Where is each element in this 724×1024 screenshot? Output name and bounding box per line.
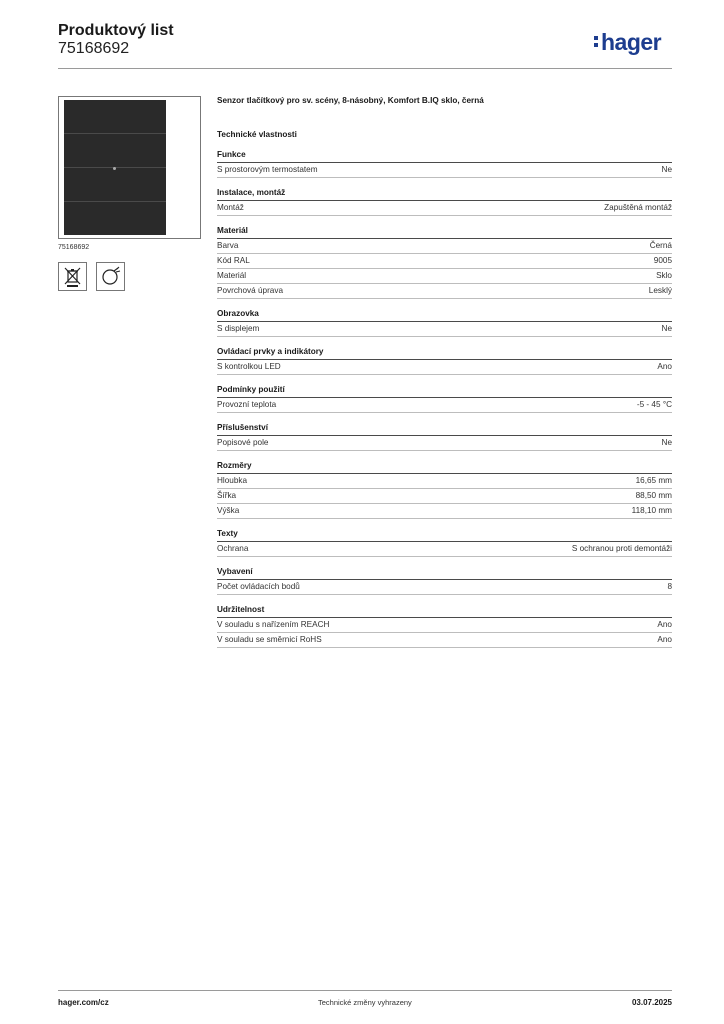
property-row: S prostorovým termostatem Ne xyxy=(217,163,672,178)
property-value: Ano xyxy=(657,620,672,629)
property-row: Materiál Sklo xyxy=(217,269,672,284)
property-value: Ne xyxy=(661,324,672,333)
property-value: Zapuštěná montáž xyxy=(604,203,672,212)
property-row: Počet ovládacích bodů 8 xyxy=(217,580,672,595)
footer-note: Technické změny vyhrazeny xyxy=(318,998,412,1007)
property-label: Provozní teplota xyxy=(217,400,277,409)
hager-logo[interactable]: hager xyxy=(594,28,662,56)
property-label: Montáž xyxy=(217,203,244,212)
section-title: Materiál xyxy=(217,226,672,239)
product-details: Senzor tlačítkový pro sv. scény, 8-násob… xyxy=(217,96,672,648)
property-label: Ochrana xyxy=(217,544,249,553)
header-divider xyxy=(58,68,672,69)
section-title: Ovládací prvky a indikátory xyxy=(217,347,672,360)
section-title: Příslušenství xyxy=(217,423,672,436)
panel-segment-line xyxy=(64,133,166,134)
property-row: V souladu s nařízením REACH Ano xyxy=(217,618,672,633)
property-value: Sklo xyxy=(656,271,672,280)
section-title: Rozměry xyxy=(217,461,672,474)
property-row: Výška 118,10 mm xyxy=(217,504,672,519)
section-title: Udržitelnost xyxy=(217,605,672,618)
property-value: Lesklý xyxy=(648,286,672,295)
property-row: V souladu se směrnicí RoHS Ano xyxy=(217,633,672,648)
property-label: Barva xyxy=(217,241,239,250)
property-section: Udržitelnost V souladu s nařízením REACH A… xyxy=(217,605,672,648)
property-row: Montáž Zapuštěná montáž xyxy=(217,201,672,216)
panel-led-indicator xyxy=(113,167,116,170)
section-title: Instalace, montáž xyxy=(217,188,672,201)
property-label: Kód RAL xyxy=(217,256,250,265)
property-value: Ano xyxy=(657,362,672,371)
property-row: Ochrana S ochranou proti demontáži xyxy=(217,542,672,557)
property-label: S kontrolkou LED xyxy=(217,362,281,371)
product-image xyxy=(58,96,201,239)
section-title: Obrazovka xyxy=(217,309,672,322)
property-label: Výška xyxy=(217,506,240,515)
property-label: V souladu se směrnicí RoHS xyxy=(217,635,322,644)
footer-date: 03.07.2025 xyxy=(631,998,672,1007)
property-section: Obrazovka S displejem Ne xyxy=(217,309,672,337)
panel-segment-line xyxy=(64,201,166,202)
section-title: Podmínky použití xyxy=(217,385,672,398)
property-label: Materiál xyxy=(217,271,247,280)
property-row: S displejem Ne xyxy=(217,322,672,337)
property-value: 16,65 mm xyxy=(635,476,672,485)
product-description: Senzor tlačítkový pro sv. scény, 8-násob… xyxy=(217,96,484,105)
property-row: Hloubka 16,65 mm xyxy=(217,474,672,489)
property-label: Povrchová úprava xyxy=(217,286,283,295)
property-row: Kód RAL 9005 xyxy=(217,254,672,269)
property-row: Šířka 88,50 mm xyxy=(217,489,672,504)
product-panel-picture xyxy=(64,100,166,235)
property-value: Ne xyxy=(661,165,672,174)
rohs-compliance-icon xyxy=(96,262,125,291)
property-label: V souladu s nařízením REACH xyxy=(217,620,330,629)
property-row: S kontrolkou LED Ano xyxy=(217,360,672,375)
property-row: Povrchová úprava Lesklý xyxy=(217,284,672,299)
page-title: Produktový list xyxy=(58,22,174,39)
property-row: Barva Černá xyxy=(217,239,672,254)
property-label: S displejem xyxy=(217,324,260,333)
property-label: Počet ovládacích bodů xyxy=(217,582,300,591)
product-image-caption: 75168692 xyxy=(58,244,90,251)
property-value: Ne xyxy=(661,438,672,447)
property-value: Ano xyxy=(657,635,672,644)
property-value: Černá xyxy=(649,241,672,250)
property-value: 88,50 mm xyxy=(635,491,672,500)
section-title: Vybavení xyxy=(217,567,672,580)
section-title: Funkce xyxy=(217,150,672,163)
property-value: -5 - 45 °C xyxy=(636,400,672,409)
property-row: Provozní teplota -5 - 45 °C xyxy=(217,398,672,413)
footer-divider xyxy=(58,990,672,991)
technical-properties-title: Technické vlastnosti xyxy=(217,130,297,139)
property-label: Popisové pole xyxy=(217,438,269,447)
property-label: Hloubka xyxy=(217,476,248,485)
property-value: 118,10 mm xyxy=(631,506,672,515)
property-label: S prostorovým termostatem xyxy=(217,165,318,174)
section-title: Texty xyxy=(217,529,672,542)
logo-text: hager xyxy=(601,29,662,55)
product-code: 75168692 xyxy=(58,40,130,57)
property-value: S ochranou proti demontáži xyxy=(571,544,672,553)
footer-website-link[interactable]: hager.com/cz xyxy=(58,998,109,1007)
property-value: 9005 xyxy=(653,256,672,265)
property-row: Popisové pole Ne xyxy=(217,436,672,451)
weee-crossed-bin-icon xyxy=(58,262,87,291)
property-label: Šířka xyxy=(217,491,237,500)
property-section: Funkce S prostorovým termostatem Ne xyxy=(217,150,672,178)
logo-dots-icon xyxy=(594,33,600,50)
property-value: 8 xyxy=(667,582,672,591)
